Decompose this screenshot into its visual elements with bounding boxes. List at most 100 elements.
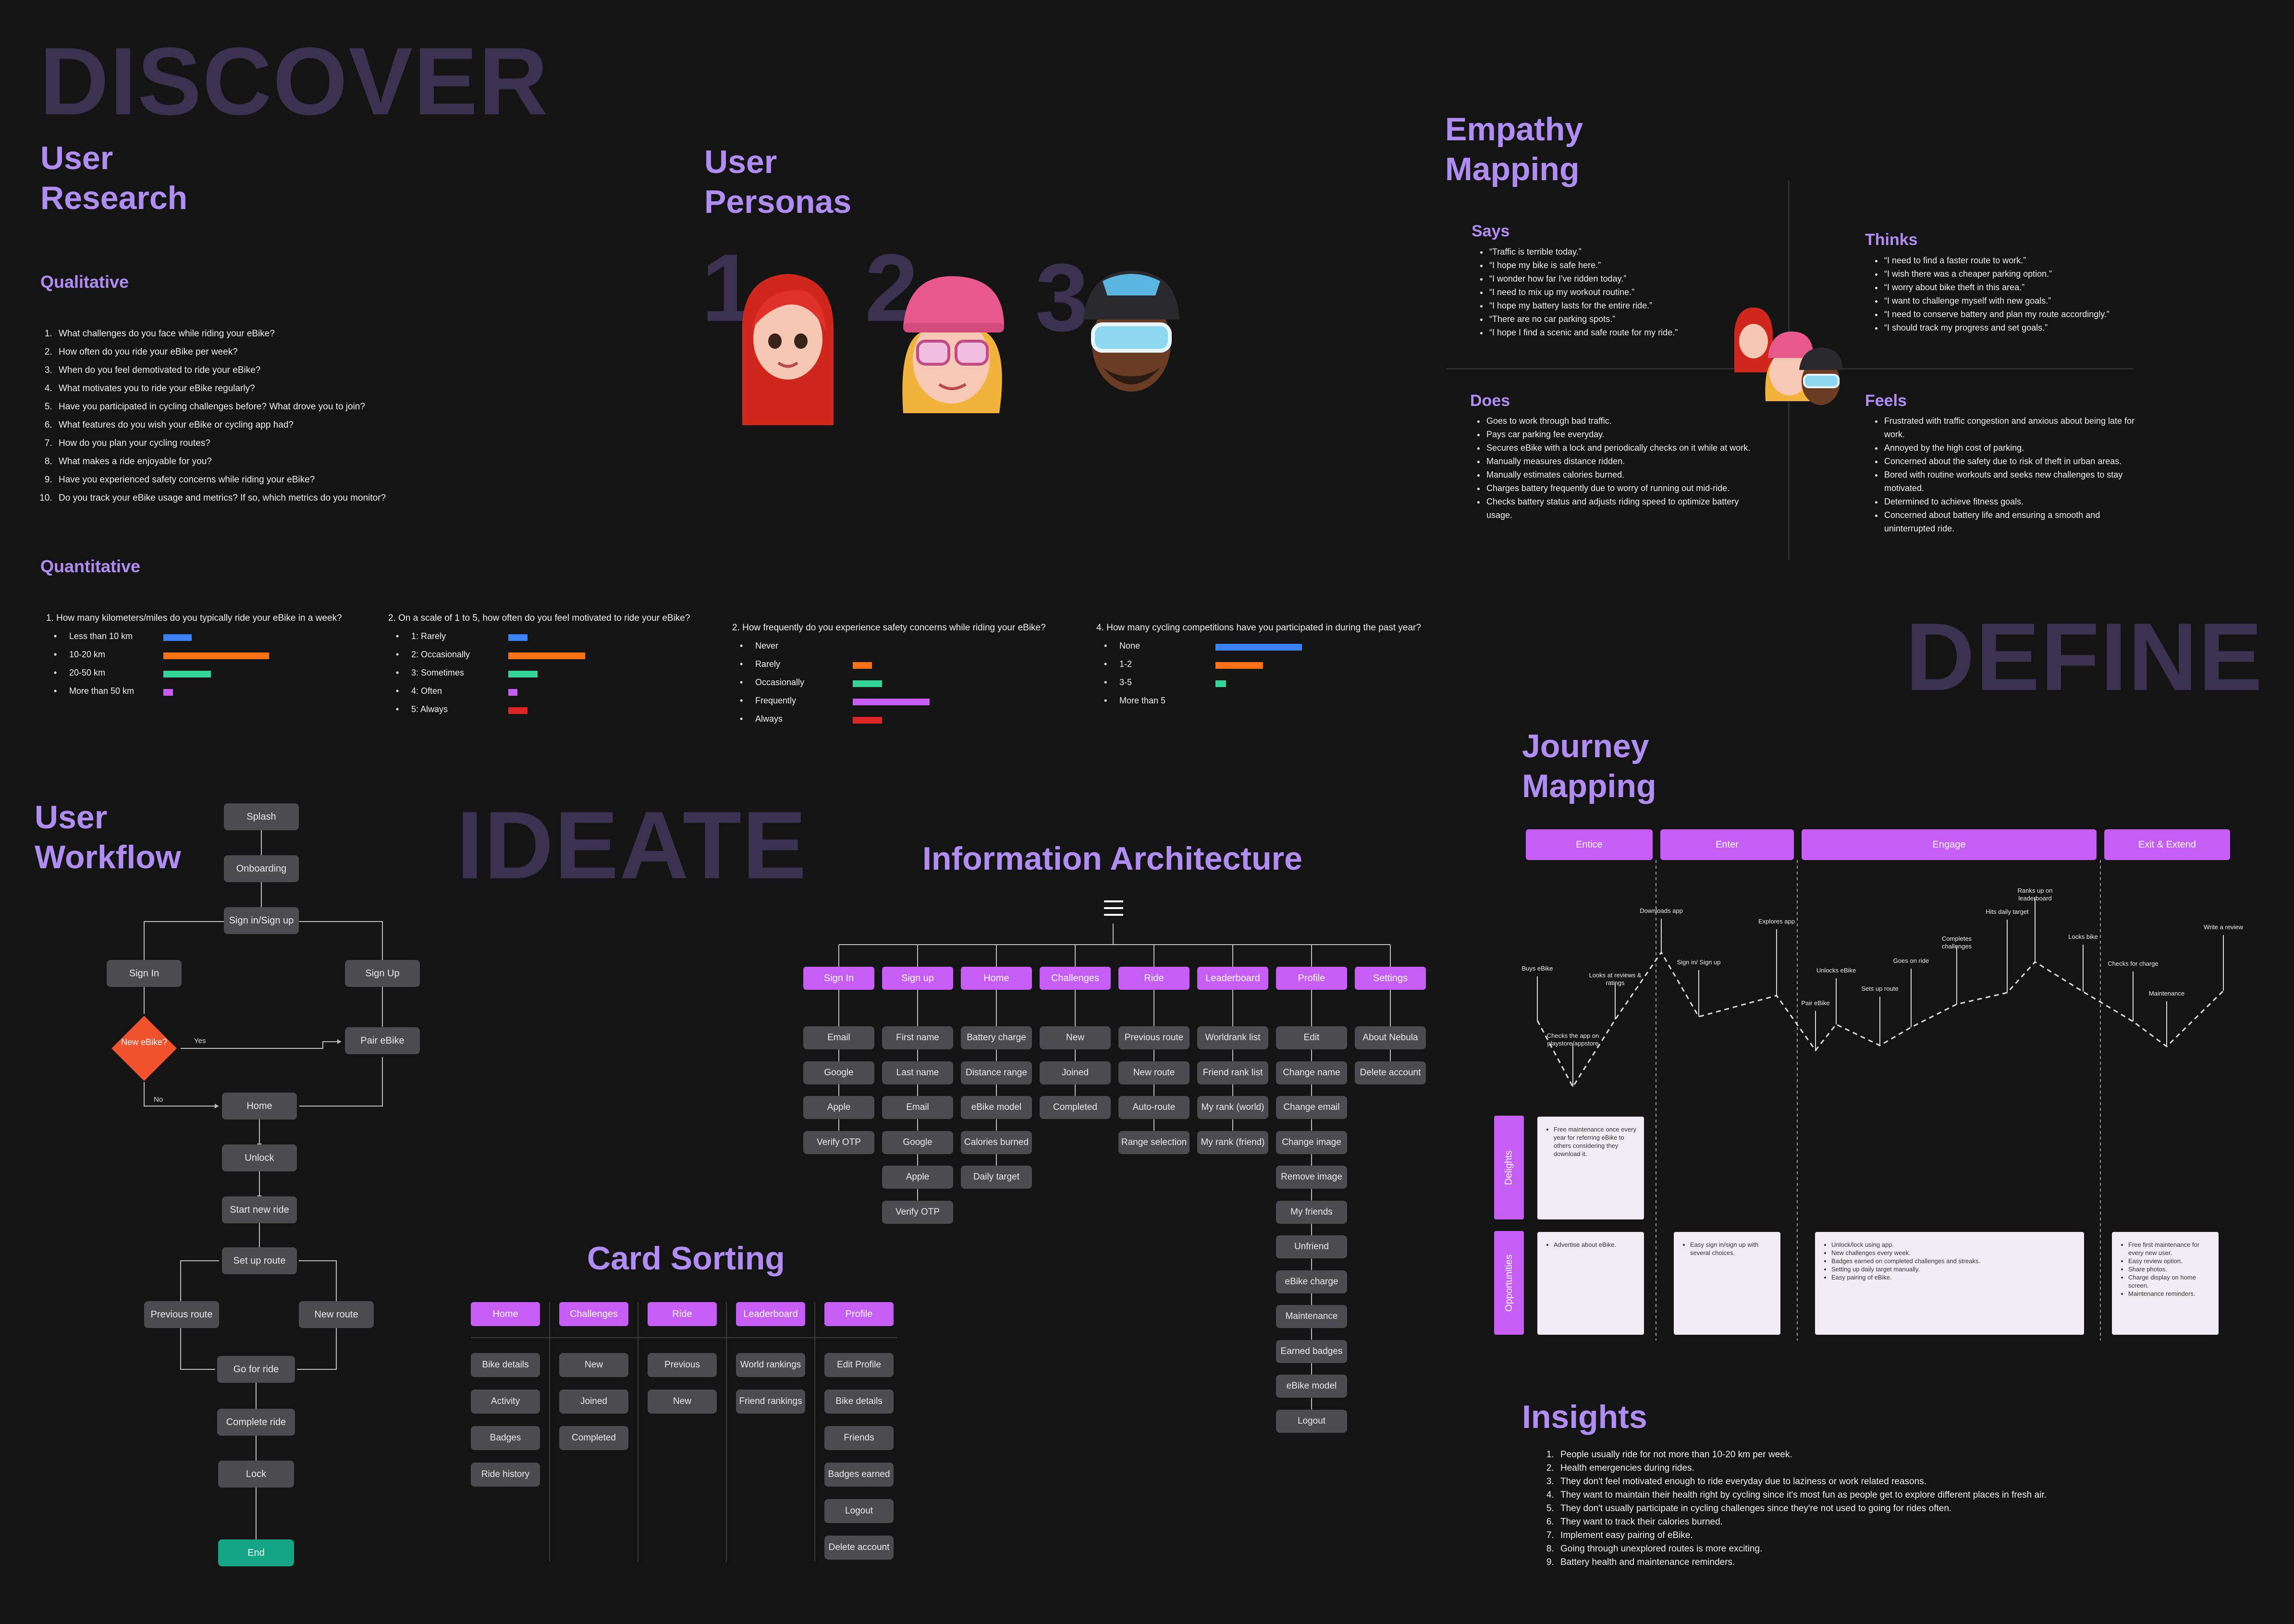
title-line: Journey — [1522, 728, 1649, 764]
ia-item[interactable]: Email — [882, 1096, 953, 1119]
ia-category-challenges[interactable]: Challenges — [1040, 967, 1111, 990]
says-item: “I hope my bike is safe here.” — [1488, 258, 1796, 272]
card-item[interactable]: Friends — [824, 1426, 894, 1450]
survey-option: Rarely — [755, 659, 781, 669]
workflow-lock[interactable]: Lock — [218, 1461, 294, 1488]
card-item[interactable]: Edit Profile — [824, 1353, 894, 1377]
ia-item[interactable]: Delete account — [1355, 1061, 1426, 1084]
workflow-onboarding[interactable]: Onboarding — [224, 855, 299, 882]
ia-item[interactable]: Remove image — [1276, 1166, 1347, 1189]
workflow-decision: New eBike? — [110, 1015, 178, 1082]
ia-item[interactable]: Change name — [1276, 1061, 1347, 1084]
card-category-home[interactable]: Home — [471, 1302, 540, 1326]
feels-item: Concerned about battery life and ensurin… — [1883, 508, 2143, 535]
card-category-leaderboard[interactable]: Leaderboard — [736, 1302, 805, 1326]
card-item[interactable]: Badges — [471, 1426, 540, 1450]
ia-item[interactable]: New — [1040, 1026, 1111, 1049]
ia-item[interactable]: First name — [882, 1026, 953, 1049]
ia-item[interactable]: Earned badges — [1276, 1340, 1347, 1363]
card-item[interactable]: Previous — [648, 1353, 717, 1377]
card-item[interactable]: Completed — [559, 1426, 628, 1450]
ia-item[interactable]: Worldrank list — [1197, 1026, 1268, 1049]
workflow-splash[interactable]: Splash — [224, 803, 299, 830]
workflow-signin[interactable]: Sign In — [107, 960, 182, 987]
workflow-pair-ebike[interactable]: Pair eBike — [345, 1027, 420, 1054]
ia-item[interactable]: eBike charge — [1276, 1270, 1347, 1293]
ia-item[interactable]: Edit — [1276, 1026, 1347, 1049]
title-line: Mapping — [1522, 767, 1656, 804]
menu-icon[interactable] — [1103, 898, 1124, 918]
card-item[interactable]: Bike details — [824, 1390, 894, 1414]
thinks-item: “I worry about bike theft in this area.” — [1883, 281, 2152, 294]
ia-category-sign-in[interactable]: Sign In — [803, 967, 874, 990]
user-research-title: User Research — [40, 138, 187, 218]
card-category-profile[interactable]: Profile — [824, 1302, 894, 1326]
card-item[interactable]: Ride history — [471, 1463, 540, 1487]
workflow-start-ride[interactable]: Start new ride — [222, 1196, 297, 1223]
ia-item[interactable]: Calories burned — [961, 1131, 1032, 1154]
workflow-setup-route[interactable]: Set up route — [222, 1247, 297, 1274]
ia-item[interactable]: Completed — [1040, 1096, 1111, 1119]
card-item[interactable]: New — [648, 1390, 717, 1414]
card-item[interactable]: Joined — [559, 1390, 628, 1414]
workflow-complete-ride[interactable]: Complete ride — [217, 1409, 295, 1436]
survey-bullet: • — [396, 668, 399, 677]
ia-item[interactable]: Change image — [1276, 1131, 1347, 1154]
workflow-signup[interactable]: Sign Up — [345, 960, 420, 987]
journey-point-label: Maintenance — [2148, 990, 2185, 997]
ia-item[interactable]: Distance range — [961, 1061, 1032, 1084]
ia-item[interactable]: eBike model — [961, 1096, 1032, 1119]
ia-category-home[interactable]: Home — [961, 967, 1032, 990]
qualitative-question: How often do you ride your eBike per wee… — [55, 343, 386, 361]
ia-category-ride[interactable]: Ride — [1118, 967, 1190, 990]
ia-item[interactable]: Email — [803, 1026, 874, 1049]
ia-item[interactable]: Logout — [1276, 1409, 1347, 1433]
card-item[interactable]: New — [559, 1353, 628, 1377]
ia-item[interactable]: Last name — [882, 1061, 953, 1084]
ia-item[interactable]: Maintenance — [1276, 1305, 1347, 1328]
ia-item[interactable]: Previous route — [1118, 1026, 1190, 1049]
card-item[interactable]: Logout — [824, 1499, 894, 1523]
information-architecture-title: Information Architecture — [922, 840, 1302, 877]
ia-item[interactable]: Apple — [882, 1166, 953, 1189]
ia-item[interactable]: My rank (friend) — [1197, 1131, 1268, 1154]
ia-item[interactable]: Range selection — [1118, 1131, 1190, 1154]
ia-item[interactable]: My rank (world) — [1197, 1096, 1268, 1119]
card-item[interactable]: Friend rankings — [736, 1390, 805, 1414]
workflow-previous-route[interactable]: Previous route — [144, 1301, 219, 1328]
ia-item[interactable]: Battery charge — [961, 1026, 1032, 1049]
ia-item[interactable]: eBike model — [1276, 1375, 1347, 1398]
ia-item[interactable]: Friend rank list — [1197, 1061, 1268, 1084]
card-category-ride[interactable]: Ride — [648, 1302, 717, 1326]
ia-category-settings[interactable]: Settings — [1355, 967, 1426, 990]
ia-item[interactable]: Apple — [803, 1096, 874, 1119]
ia-item[interactable]: Unfriend — [1276, 1235, 1347, 1258]
ia-item[interactable]: About Nebula — [1355, 1026, 1426, 1049]
ia-item[interactable]: Google — [882, 1131, 953, 1154]
workflow-unlock[interactable]: Unlock — [222, 1144, 297, 1171]
card-item[interactable]: Badges earned — [824, 1463, 894, 1487]
ia-item[interactable]: Auto-route — [1118, 1096, 1190, 1119]
card-item[interactable]: Activity — [471, 1390, 540, 1414]
ia-item[interactable]: Change email — [1276, 1096, 1347, 1119]
workflow-new-route[interactable]: New route — [299, 1301, 374, 1328]
workflow-signin-signup[interactable]: Sign in/Sign up — [224, 907, 299, 934]
workflow-go-for-ride[interactable]: Go for ride — [217, 1356, 295, 1383]
card-item[interactable]: Delete account — [824, 1536, 894, 1560]
workflow-end[interactable]: End — [218, 1539, 294, 1566]
ia-category-leaderboard[interactable]: Leaderboard — [1197, 967, 1268, 990]
card-item[interactable]: World rankings — [736, 1353, 805, 1377]
ia-item[interactable]: My friends — [1276, 1200, 1347, 1224]
ia-item[interactable]: Verify OTP — [803, 1131, 874, 1154]
card-category-challenges[interactable]: Challenges — [559, 1302, 628, 1326]
card-item[interactable]: Bike details — [471, 1353, 540, 1377]
ia-item[interactable]: Verify OTP — [882, 1200, 953, 1224]
workflow-home[interactable]: Home — [222, 1093, 297, 1120]
ia-item[interactable]: New route — [1118, 1061, 1190, 1084]
ia-item[interactable]: Joined — [1040, 1061, 1111, 1084]
ia-item[interactable]: Daily target — [961, 1166, 1032, 1189]
ia-category-profile[interactable]: Profile — [1276, 967, 1347, 990]
ia-category-sign-up[interactable]: Sign up — [882, 967, 953, 990]
journey-point-label: Buys eBike — [1521, 965, 1553, 972]
ia-item[interactable]: Google — [803, 1061, 874, 1084]
